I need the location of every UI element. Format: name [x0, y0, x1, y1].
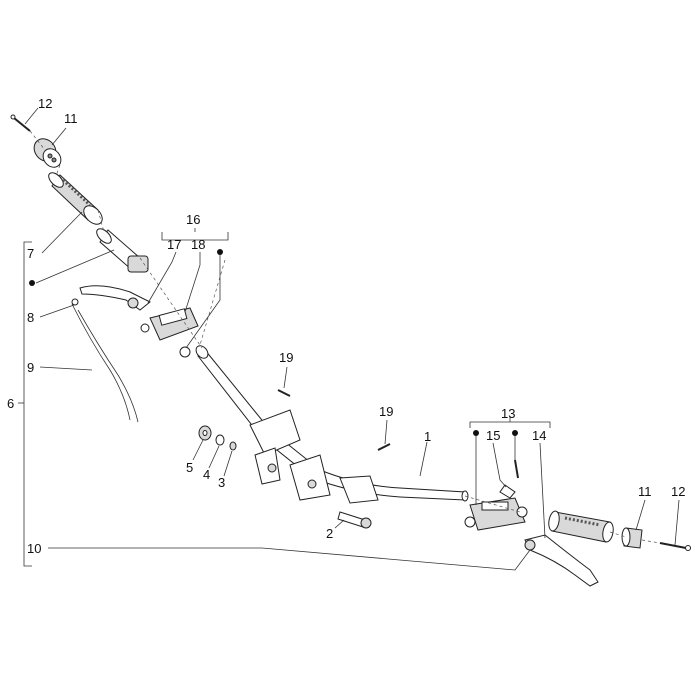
callout-8: 8 [27, 310, 34, 325]
callout-4: 4 [203, 467, 210, 482]
callout-17: 17 [167, 237, 181, 252]
leader-lines [18, 107, 680, 571]
part-left-master-cylinder [140, 307, 199, 358]
part-nut-3 [229, 441, 237, 451]
callout-18: 18 [191, 237, 205, 252]
callout-7: 7 [27, 246, 34, 261]
part-right-end-bolt [659, 542, 691, 551]
callout-15: 15 [486, 428, 500, 443]
callout-12-right: 12 [671, 484, 685, 499]
part-center-bolt [337, 511, 372, 529]
part-left-grip [48, 172, 103, 225]
callout-14: 14 [532, 428, 546, 443]
callout-9: 9 [27, 360, 34, 375]
callout-13: 13 [501, 406, 515, 421]
part-right-brake-lever [524, 534, 599, 587]
part-cables [71, 298, 139, 423]
callout-3: 3 [218, 475, 225, 490]
callout-11-left: 11 [64, 111, 78, 126]
callout-1: 1 [424, 429, 431, 444]
part-right-master-cylinder [464, 459, 528, 531]
callout-5: 5 [186, 460, 193, 475]
part-handlebar [195, 345, 469, 504]
callout-labels: 12 11 7 8 9 6 10 16 17 18 19 19 1 2 5 4 … [7, 96, 685, 556]
callout-11-right: 11 [638, 484, 652, 499]
part-washer-4 [215, 434, 225, 446]
callout-16: 16 [186, 212, 200, 227]
part-right-grip [548, 510, 614, 543]
part-left-brake-lever [79, 285, 151, 311]
callout-12-left: 12 [38, 96, 52, 111]
part-clip-right [377, 443, 391, 451]
callout-6: 6 [7, 396, 14, 411]
reference-dots [29, 249, 518, 436]
part-throttle-tube [96, 228, 149, 273]
part-left-bar-end [33, 138, 62, 168]
callout-19-left: 19 [279, 350, 293, 365]
alignment-dashes [29, 130, 661, 544]
part-spacer-5 [198, 425, 212, 441]
part-left-end-bolt [10, 114, 31, 132]
callout-10: 10 [27, 541, 41, 556]
part-right-bar-end [621, 527, 643, 549]
part-clip-left [277, 389, 291, 397]
callout-19-right: 19 [379, 404, 393, 419]
callout-2: 2 [326, 526, 333, 541]
